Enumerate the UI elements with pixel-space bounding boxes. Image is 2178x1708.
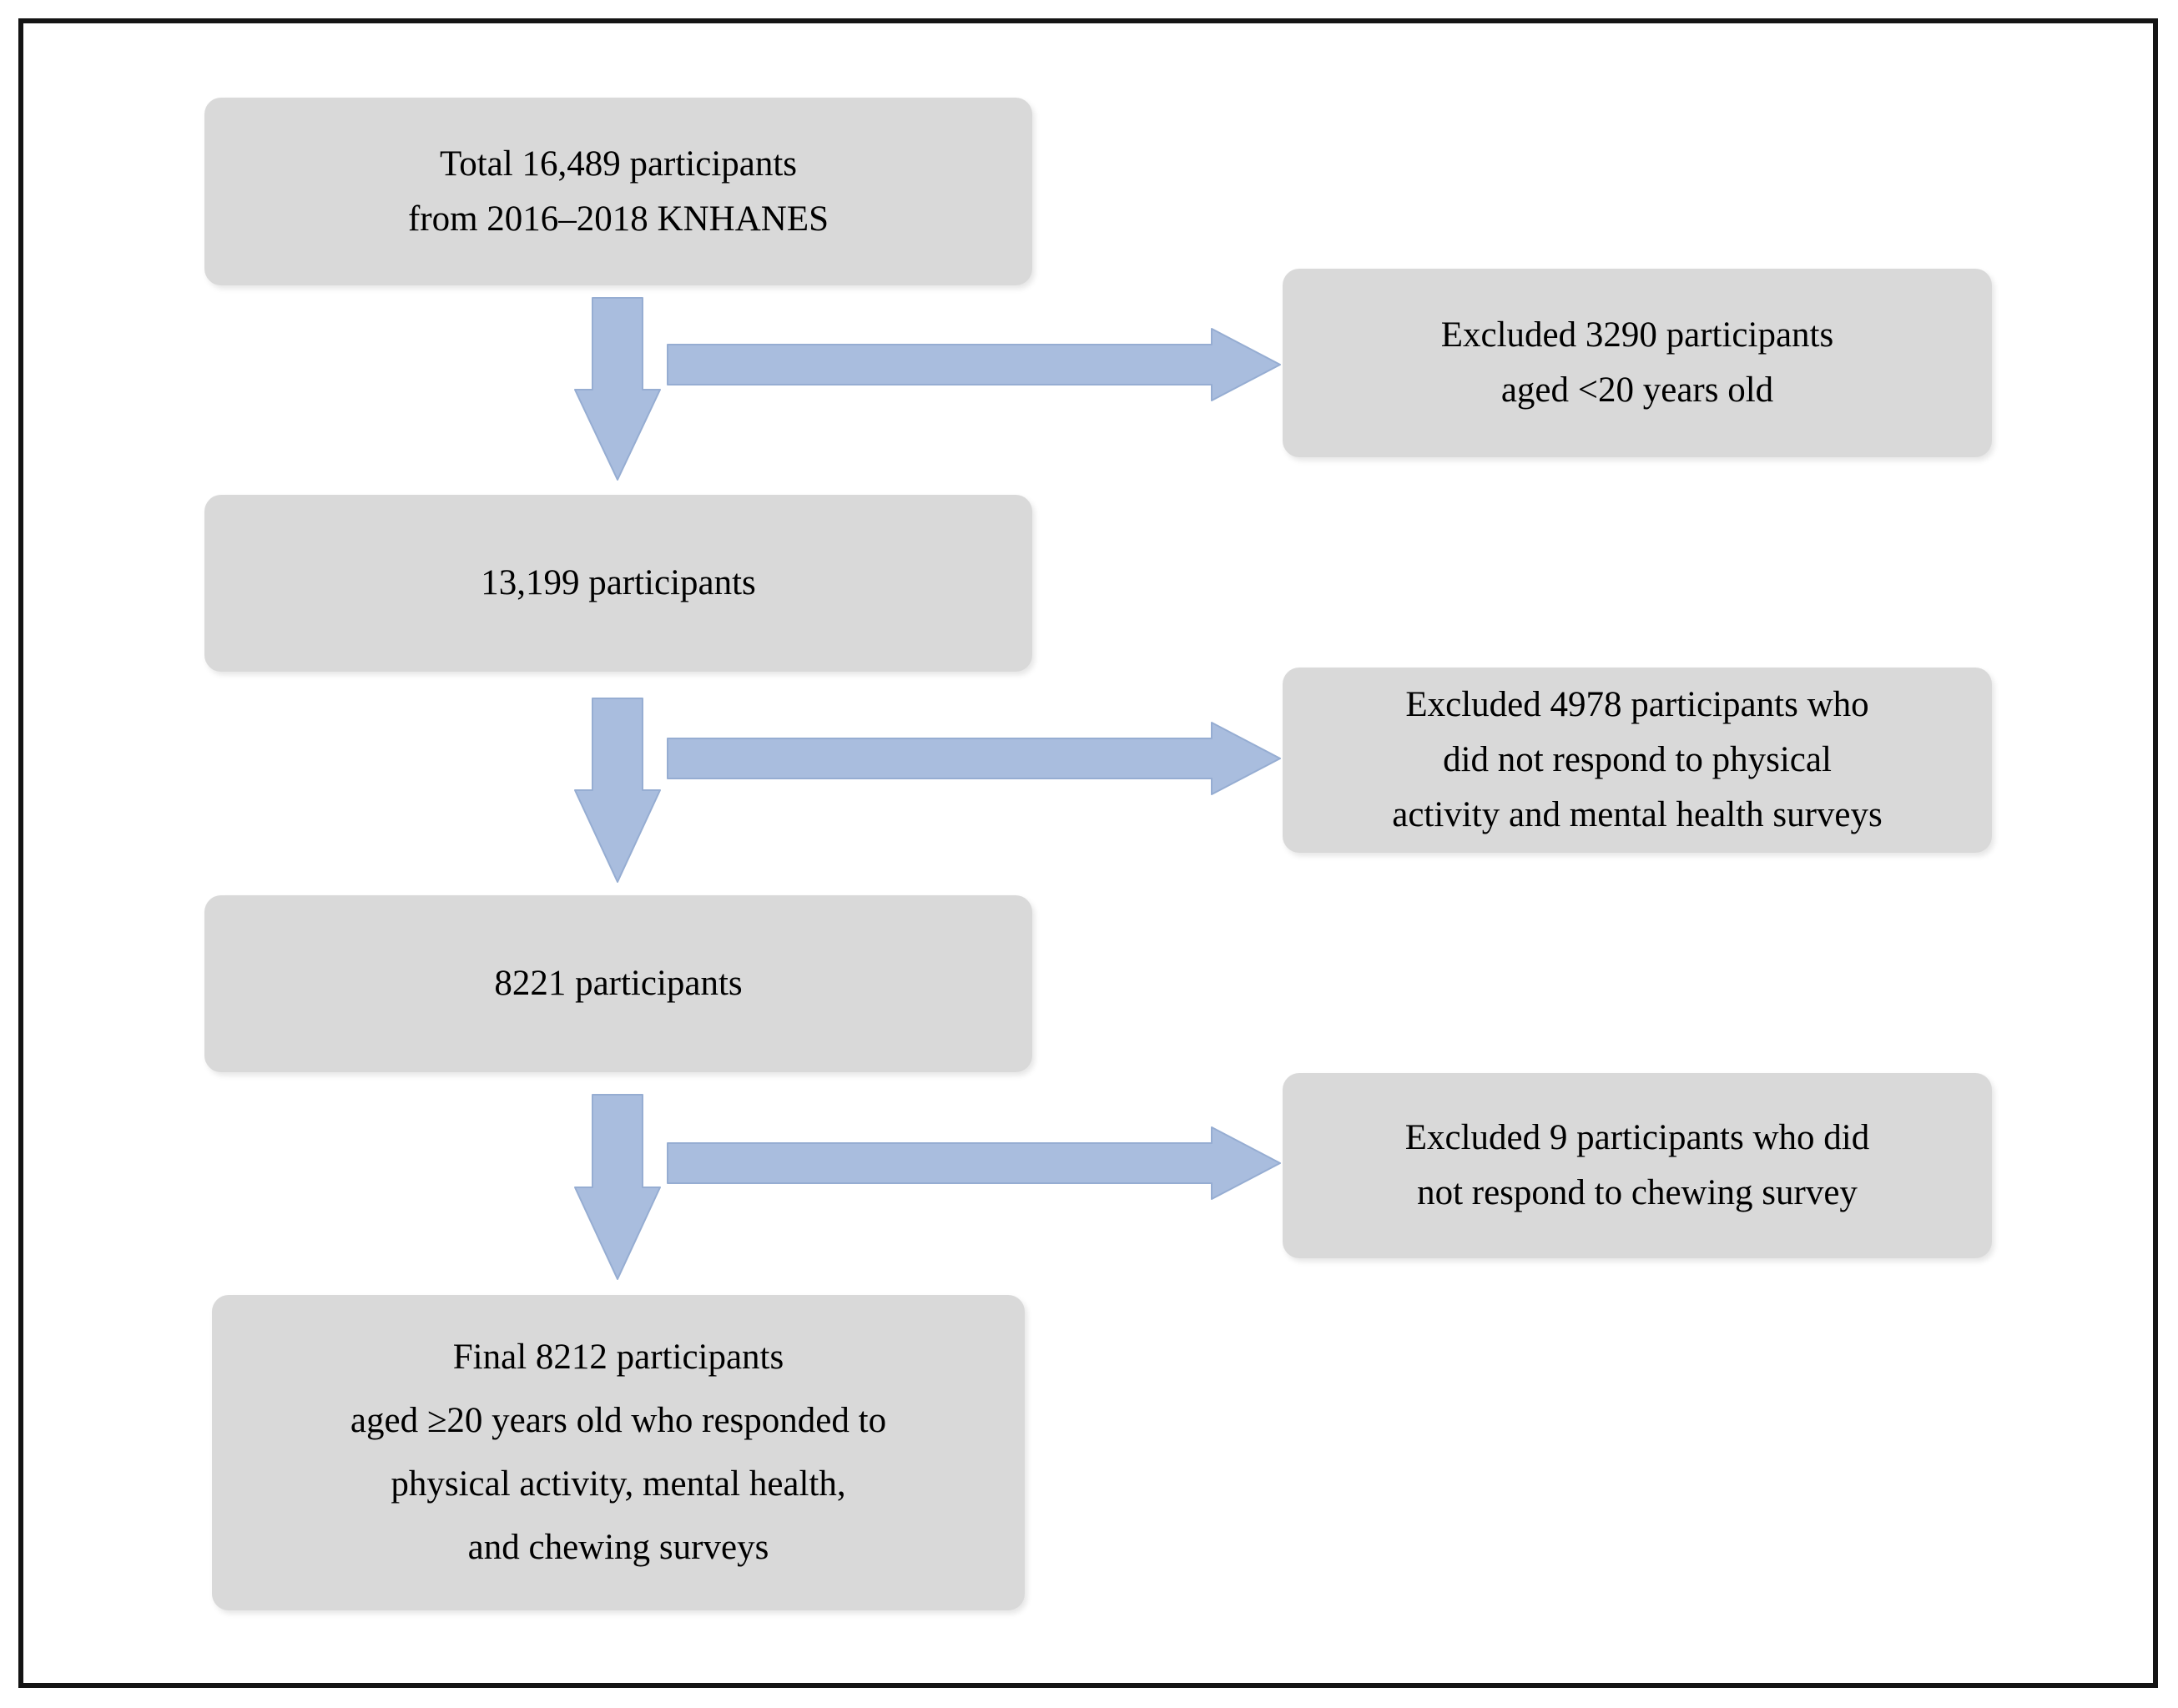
- box-text-line: Total 16,489 participants: [439, 144, 798, 184]
- box-text-line: aged <20 years old: [1500, 370, 1774, 410]
- figure-border-frame: [18, 18, 2158, 1688]
- box-text-line: aged ≥20 years old who responded to: [350, 1401, 887, 1440]
- box-text-line: Excluded 3290 participants: [1440, 315, 1834, 355]
- right-arrow-3: [667, 1126, 1281, 1200]
- box-excluded-no-chewing-response: Excluded 9 participants who did not resp…: [1283, 1073, 1992, 1258]
- box-text-line: activity and mental health surveys: [1392, 795, 1883, 834]
- box-8221-participants: 8221 participants: [204, 895, 1032, 1072]
- right-arrow-1: [667, 328, 1281, 401]
- box-text-line: Excluded 9 participants who did: [1404, 1118, 1870, 1157]
- down-arrow-1: [574, 297, 661, 481]
- box-13199-participants: 13,199 participants: [204, 495, 1032, 672]
- box-text-line: 8221 participants: [494, 964, 743, 1003]
- box-text-line: from 2016–2018 KNHANES: [407, 199, 829, 239]
- box-text-line: 13,199 participants: [481, 563, 756, 602]
- box-text-line: did not respond to physical: [1443, 740, 1832, 779]
- box-final-sample: Final 8212 participants aged ≥20 years o…: [212, 1295, 1025, 1610]
- right-arrow-2: [667, 722, 1281, 795]
- box-text-line: Final 8212 participants: [452, 1338, 784, 1377]
- box-text-line: and chewing surveys: [467, 1528, 769, 1567]
- box-text-line: Excluded 4978 participants who: [1405, 685, 1869, 724]
- box-total-participants: Total 16,489 participants from 2016–2018…: [204, 98, 1032, 285]
- box-excluded-under-20: Excluded 3290 participants aged <20 year…: [1283, 269, 1992, 457]
- box-text-line: physical activity, mental health,: [391, 1464, 846, 1504]
- box-text-line: not respond to chewing survey: [1417, 1173, 1858, 1212]
- down-arrow-2: [574, 698, 661, 883]
- box-excluded-no-pa-mh-response: Excluded 4978 participants who did not r…: [1283, 668, 1992, 853]
- down-arrow-3: [574, 1094, 661, 1280]
